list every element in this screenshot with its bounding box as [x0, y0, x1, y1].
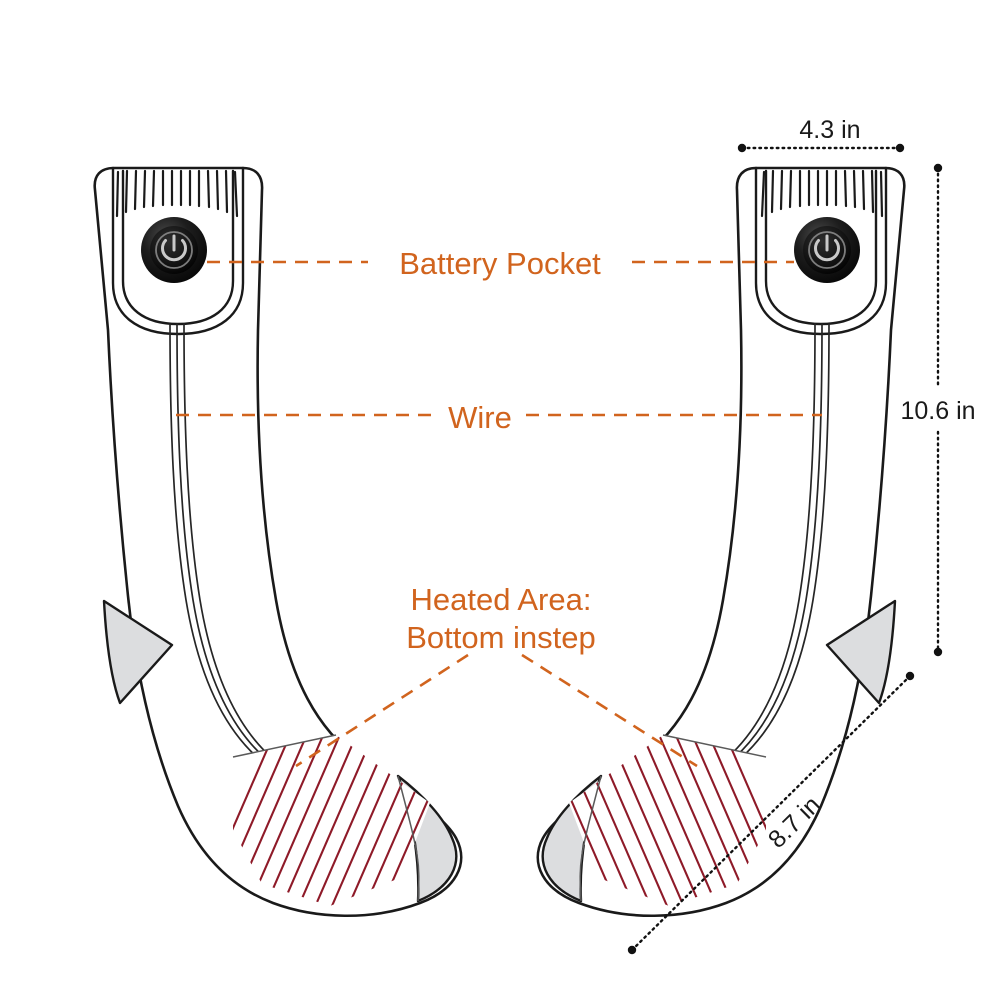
right-heel-patch: [825, 599, 897, 705]
dimension-width-label: 4.3 in: [799, 116, 860, 144]
right-battery-pocket-outer: [754, 166, 888, 336]
dimension-height: [933, 163, 943, 657]
right-heat-zone-edge: [662, 734, 767, 758]
heated-area-leader-right: [521, 653, 698, 768]
left-sock: [93, 166, 463, 918]
dimension-height-label: 10.6 in: [900, 397, 975, 425]
left-battery-pocket-inner: [121, 169, 235, 326]
right-cuff-ribbing: [760, 169, 884, 218]
power-icon: [161, 234, 187, 262]
left-power-button[interactable]: [141, 217, 207, 283]
right-heat-zone-edge-2: [579, 775, 602, 902]
left-cuff-ribbing: [115, 169, 239, 218]
dimension-length: [627, 671, 915, 955]
left-battery-pocket-outer: [111, 166, 245, 336]
left-wire-group: [169, 323, 273, 759]
heated-area-label-line1: Heated Area:: [411, 582, 592, 617]
left-heel-patch: [102, 599, 174, 705]
heated-area-leader-left: [295, 653, 469, 768]
right-battery-pocket-inner: [764, 169, 878, 326]
left-heat-zone-edge-2: [397, 775, 420, 902]
dimension-width: [737, 143, 905, 153]
right-sock: [536, 166, 906, 918]
wire-label: Wire: [448, 400, 512, 435]
heated-area-label-line2: Bottom instep: [406, 620, 596, 655]
power-icon: [814, 234, 840, 262]
battery-pocket-label: Battery Pocket: [399, 246, 601, 281]
right-power-button[interactable]: [794, 217, 860, 283]
left-heat-zone-edge: [232, 734, 337, 758]
right-wire-group: [726, 323, 830, 759]
